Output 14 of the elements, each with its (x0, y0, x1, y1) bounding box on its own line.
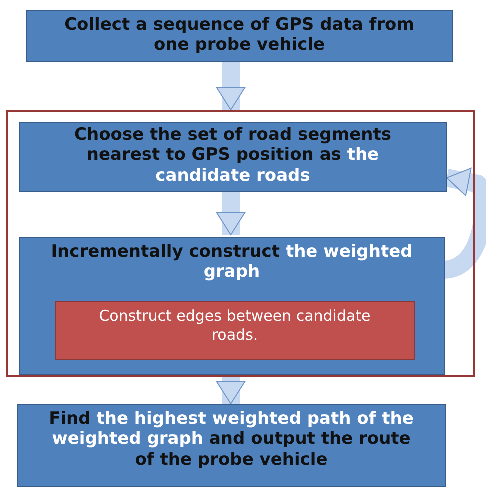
block-arrow (216, 62, 246, 110)
process-box (19, 237, 445, 375)
step-text: Choose the set of road segments nearest to GPS position as the candidate roads (74, 125, 392, 186)
process-box (26, 10, 453, 62)
sub-step-box (55, 301, 415, 360)
step-text: Construct edges between candidate roads. (98, 307, 372, 344)
step-text: Find the highest weighted path of the weighted graph and output the route of the probe vehicle (48, 409, 415, 470)
process-box (19, 122, 447, 192)
process-box (17, 404, 446, 487)
step-text: Incrementally construct the weighted graph (50, 242, 414, 283)
step-text: Collect a sequence of GPS data from one probe vehicle (64, 15, 416, 56)
block-arrow (216, 377, 246, 404)
group-frame (6, 110, 475, 377)
block-arrow (216, 190, 246, 236)
